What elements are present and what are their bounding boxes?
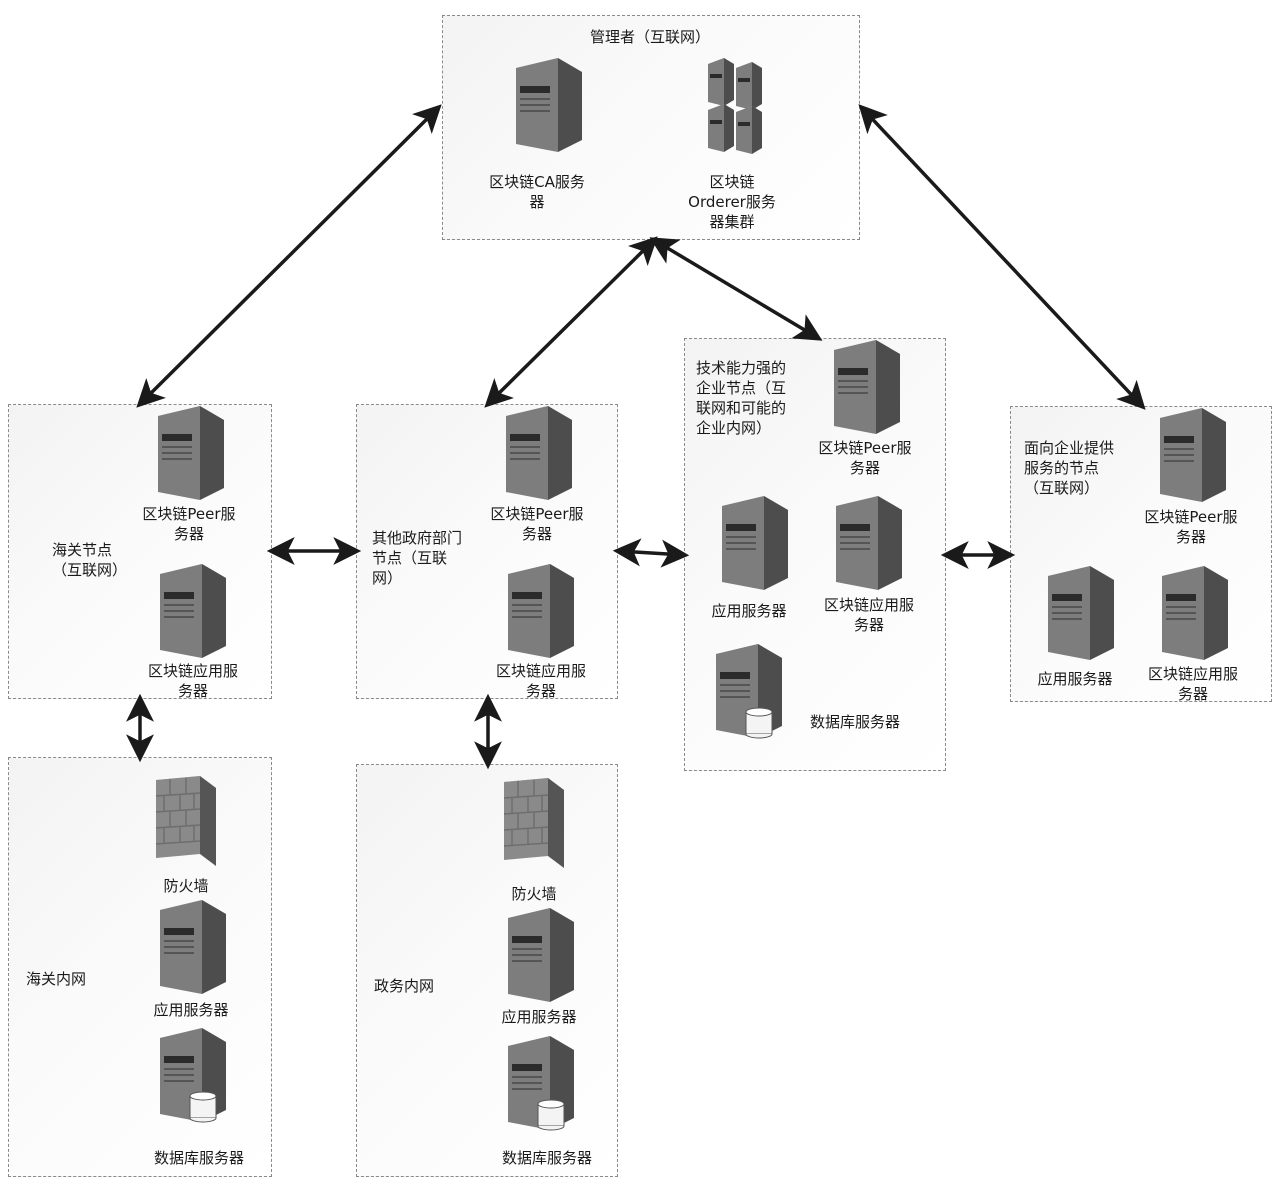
service-app-server-label: 应用服务器 bbox=[1037, 670, 1113, 688]
gov-peer-server-icon bbox=[506, 406, 572, 500]
gov-chain-app-server-icon bbox=[508, 564, 574, 658]
service-chain-app-server-label: 区块链应用服 务器 bbox=[1147, 665, 1238, 703]
arrow-gov-strong bbox=[612, 538, 690, 568]
orderer-cluster-icon bbox=[708, 58, 762, 154]
gov-node-group bbox=[356, 404, 618, 699]
gov-firewall-label: 防火墙 bbox=[511, 885, 557, 903]
arrow-manager-customs bbox=[136, 104, 442, 408]
gov-node-title: 其他政府部门 节点（互联 网） bbox=[372, 529, 463, 587]
customs-app-server-icon bbox=[160, 900, 226, 994]
gov-chain-app-server-label: 区块链应用服 务器 bbox=[495, 662, 586, 700]
strong-chain-app-server-label: 区块链应用服 务器 bbox=[823, 596, 914, 634]
gov-intranet-title: 政务内网 bbox=[374, 977, 435, 995]
customs-node-title: 海关节点 （互联网） bbox=[52, 541, 128, 579]
database-cylinder-icon bbox=[189, 1091, 217, 1123]
database-cylinder-icon bbox=[537, 1099, 565, 1131]
arrow-manager-strong bbox=[649, 237, 823, 341]
manager-group bbox=[442, 15, 860, 240]
gov-intranet-group bbox=[356, 764, 618, 1177]
service-app-server-icon bbox=[1048, 566, 1114, 660]
gov-app-server-label: 应用服务器 bbox=[501, 1008, 577, 1026]
customs-db-server-label: 数据库服务器 bbox=[153, 1149, 244, 1167]
strong-peer-server-label: 区块链Peer服 务器 bbox=[818, 439, 912, 477]
customs-intranet-title: 海关内网 bbox=[26, 970, 87, 988]
ca-server-label: 区块链CA服务 器 bbox=[489, 173, 585, 211]
service-peer-server-label: 区块链Peer服 务器 bbox=[1144, 508, 1238, 546]
customs-chain-app-server-icon bbox=[160, 564, 226, 658]
strong-db-server-icon bbox=[716, 644, 782, 739]
customs-firewall-icon bbox=[155, 776, 216, 866]
customs-node-group bbox=[8, 404, 272, 699]
manager-title: 管理者（互联网） bbox=[589, 28, 710, 46]
gov-db-server-icon bbox=[508, 1036, 574, 1131]
customs-chain-app-server-label: 区块链应用服 务器 bbox=[147, 662, 238, 700]
customs-peer-server-label: 区块链Peer服 务器 bbox=[142, 505, 236, 543]
service-peer-server-icon bbox=[1160, 408, 1226, 502]
strong-peer-server-icon bbox=[834, 340, 900, 434]
customs-intranet-group bbox=[8, 757, 272, 1177]
arrow-manager-gov bbox=[484, 236, 658, 408]
database-cylinder-icon bbox=[745, 707, 773, 739]
gov-peer-server-label: 区块链Peer服 务器 bbox=[490, 505, 584, 543]
gov-firewall-icon bbox=[503, 778, 564, 868]
strong-chain-app-server-icon bbox=[836, 496, 902, 590]
service-chain-app-server-icon bbox=[1162, 566, 1228, 660]
customs-peer-server-icon bbox=[158, 406, 224, 500]
gov-db-server-label: 数据库服务器 bbox=[501, 1149, 592, 1167]
customs-app-server-label: 应用服务器 bbox=[153, 1001, 229, 1019]
strong-app-server-icon bbox=[722, 496, 788, 590]
customs-db-server-icon bbox=[160, 1028, 226, 1123]
strong-node-title: 技术能力强的 企业节点（互 联网和可能的 企业内网） bbox=[696, 359, 787, 437]
arrow-manager-service bbox=[858, 104, 1146, 410]
orderer-cluster-label: 区块链 Orderer服务 器集群 bbox=[688, 173, 776, 231]
gov-app-server-icon bbox=[508, 908, 574, 1002]
strong-app-server-label: 应用服务器 bbox=[711, 602, 787, 620]
ca-server-icon bbox=[516, 58, 582, 152]
customs-firewall-label: 防火墙 bbox=[163, 877, 209, 895]
strong-db-server-label: 数据库服务器 bbox=[809, 713, 900, 731]
service-node-title: 面向企业提供 服务的节点 （互联网） bbox=[1024, 439, 1115, 497]
